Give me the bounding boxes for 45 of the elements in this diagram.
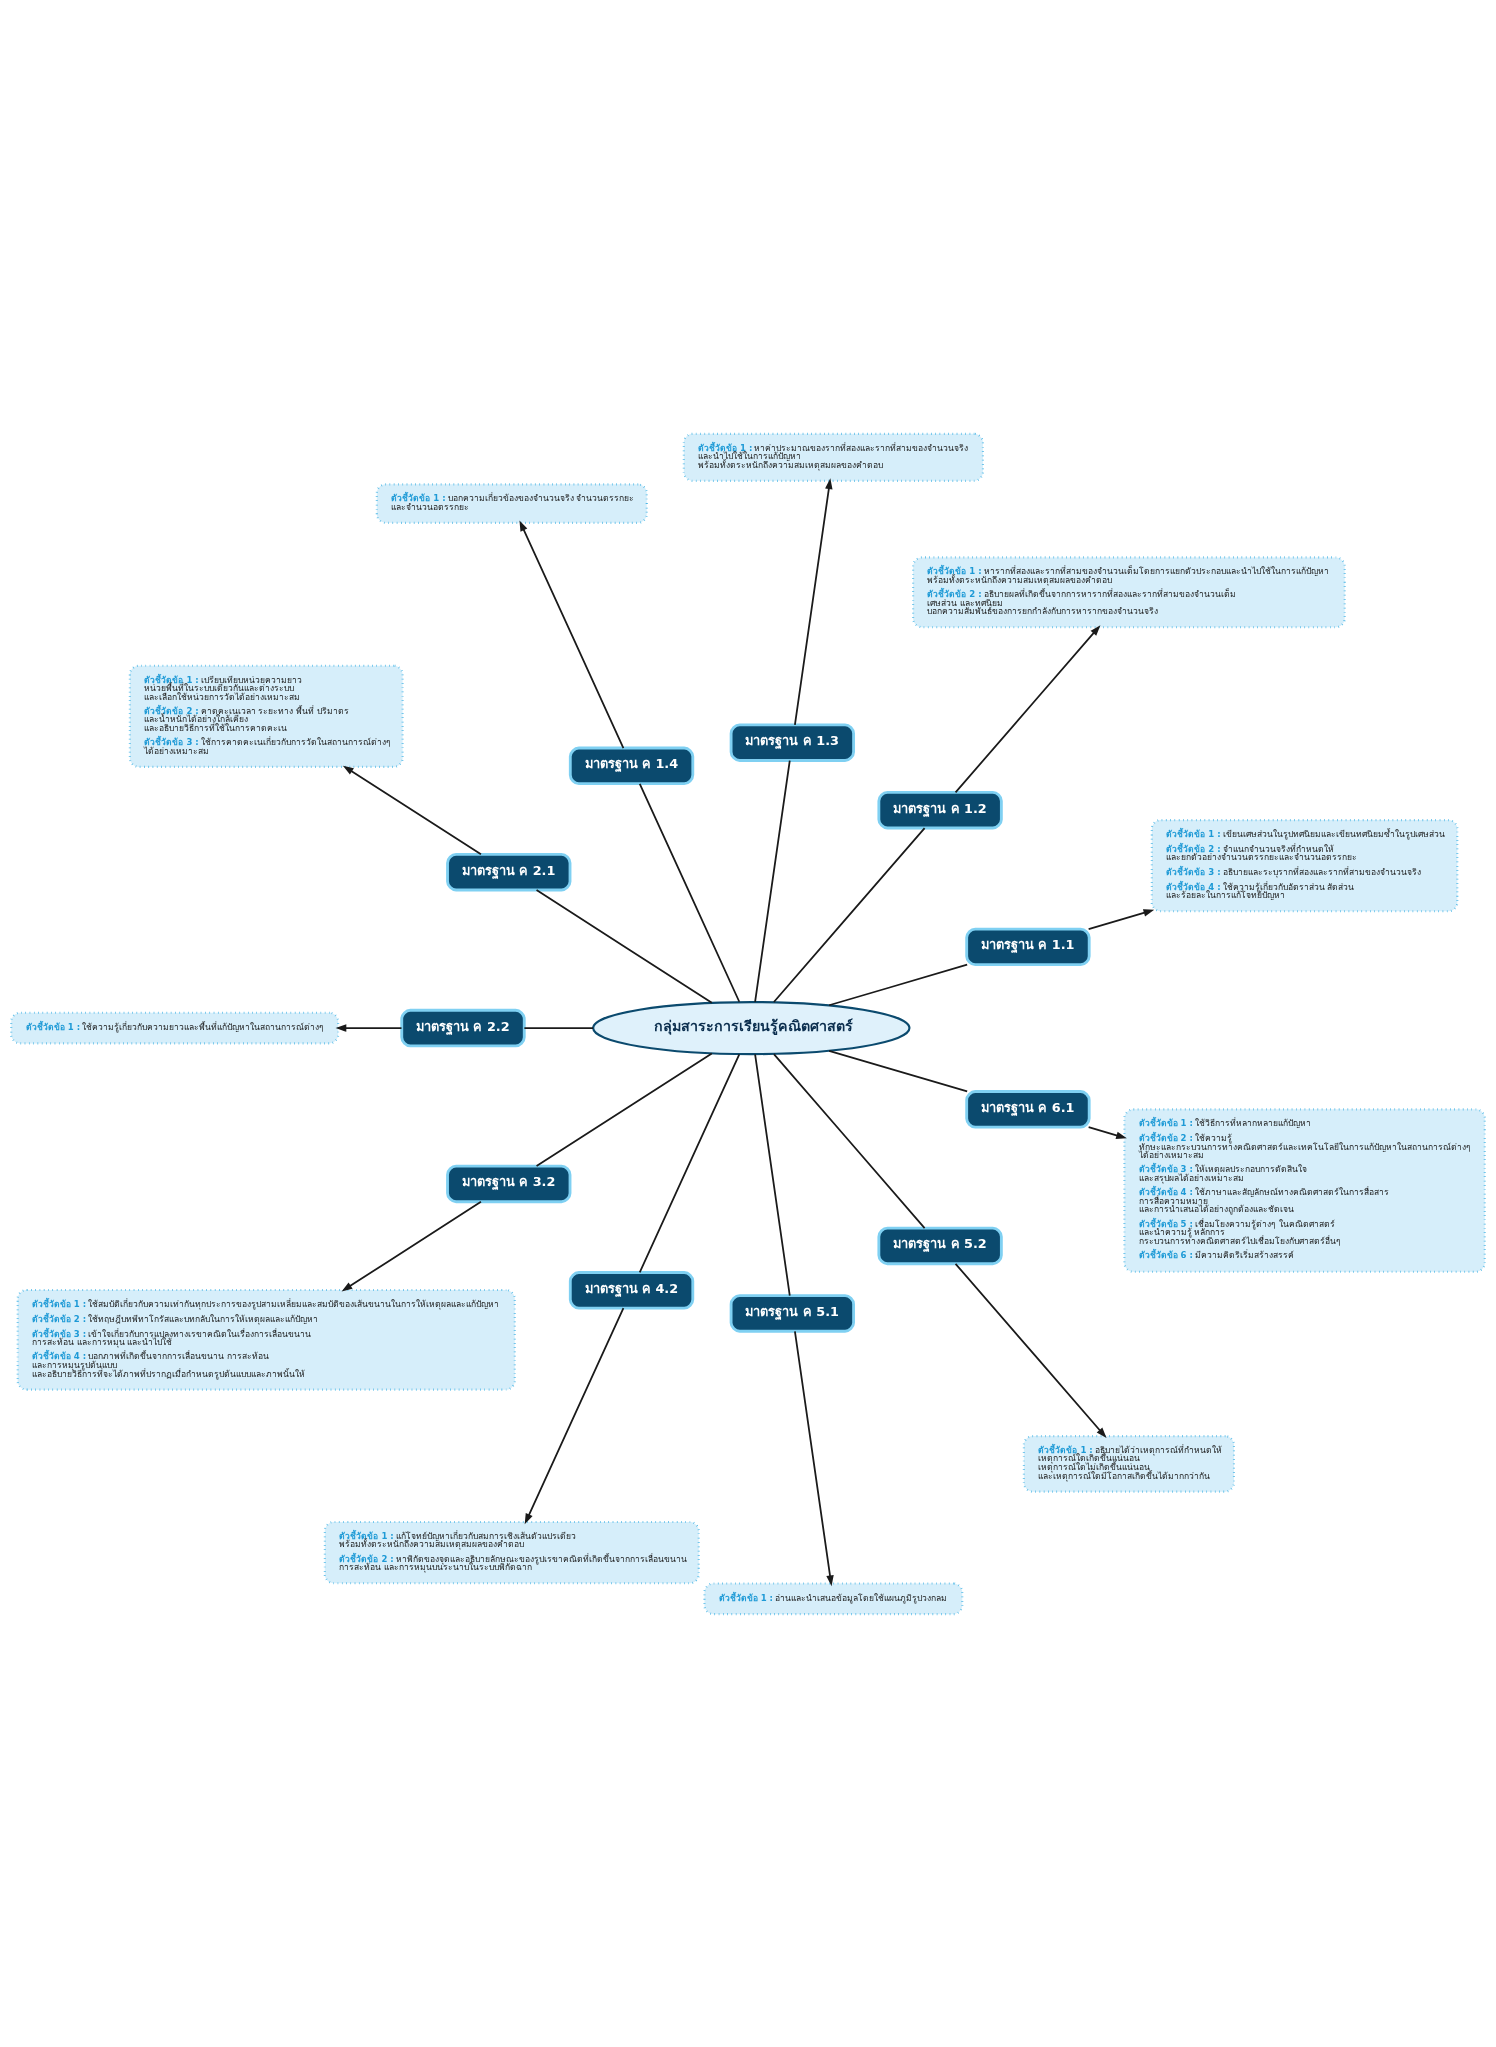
connector bbox=[828, 963, 969, 1006]
connector bbox=[535, 888, 713, 1004]
arrow bbox=[794, 1329, 834, 1586]
arrow bbox=[954, 624, 1101, 793]
arrow bbox=[342, 765, 482, 855]
node-ellipse: กลุ่มสาระการเรียนรู้คณิตศาสตร์ bbox=[592, 1000, 911, 1055]
node-box: ตัวชี้วัดข้อ 1 : หาค่าประมาณของรากที่สองและรากที่สามของจำนวนจริง และนำไปใช้ในการแก้ปัญหา พร้อมทั้งตระหนักถึงความสมเหตุสมผลของคำตอบ bbox=[682, 432, 984, 482]
connector bbox=[773, 1052, 926, 1229]
node-box: ตัวชี้วัดข้อ 1 : อ่านและนำเสนอข้อมูลโดยใช้แผนภูมิรูปวงกลม bbox=[703, 1581, 964, 1615]
node-box: มาตรฐาน ค 1.1 bbox=[965, 927, 1091, 966]
connector bbox=[638, 782, 741, 1003]
connector bbox=[754, 1053, 791, 1296]
node-box: มาตรฐาน ค 4.2 bbox=[568, 1270, 695, 1310]
node-box: ตัวชี้วัดข้อ 1 : เปรียบเทียบหน่วยความยาว หน่วยพื้นที่ในระบบเดียวกันและต่างระบบ และเลือกใช้หน่วยการวัดได้อย่างเหมาะสม ตัวชี้วัดข้อ 2 : คาดคะเนเวลา ระยะทาง พื้นที่ ปริมาตร และน้ำหนักได้อย่างใกล้เคียง และอธิบายวิธีการที่ใช้ในการคาดคะเน ตัวชี้วัดข้อ 3 : ใช้การคาดคะเนเกี่ยวกับการวัดในสถานการณ์ต่างๆ ได้อย่างเหมาะสม bbox=[128, 664, 404, 768]
arrow bbox=[335, 1023, 403, 1032]
node-box: มาตรฐาน ค 5.2 bbox=[877, 1226, 1003, 1265]
node-box: ตัวชี้วัดข้อ 1 : แก้โจทย์ปัญหาเกี่ยวกับสมการเชิงเส้นตัวแปรเดียว พร้อมทั้งตระหนักถึงความสมเหตุสมผลของคำตอบ ตัวชี้วัดข้อ 2 : หาพิกัดของจุดและอธิบายลักษณะของรูปเรขาคณิตที่เกิดขึ้นจากการเลื่อนขนาน การสะท้อน และการหมุนบนระนาบในระบบพิกัดฉาก bbox=[323, 1520, 700, 1584]
connector bbox=[754, 759, 791, 1003]
arrow bbox=[954, 1262, 1107, 1438]
arrow bbox=[794, 477, 833, 726]
arrow bbox=[1087, 908, 1155, 930]
node-box: ตัวชี้วัดข้อ 1 : อธิบายได้ว่าเหตุการณ์ที่กำหนดให้ เหตุการณ์ใดเกิดขึ้นแน่นอน เหตุการณ์ใดไม่เกิดขึ้นแน่นอน และเหตุการณ์ใดมีโอกาสเกิดขึ้นได้มากกว่ากัน bbox=[1022, 1434, 1236, 1493]
node-box: ตัวชี้วัดข้อ 1 : ใช้สมบัติเกี่ยวกับความเท่ากันทุกประการของรูปสามเหลี่ยมและสมบัติของเส้นขนานในการให้เหตุผลและแก้ปัญหา ตัวชี้วัดข้อ 2 : ใช้ทฤษฎีบทพีทาโกรัสและบทกลับในการให้เหตุผลและแก้ปัญหา ตัวชี้วัดข้อ 3 : เข้าใจเกี่ยวกับการแปลงทางเรขาคณิตในเรื่องการเลื่อนขนาน การสะท้อน และการหมุน และนำไปใช้ ตัวชี้วัดข้อ 4 : บอกภาพที่เกิดขึ้นจากการเลื่อนขนาน การสะท้อน และการหมุนรูปต้นแบบ และอธิบายวิธีการที่จะได้ภาพที่ปรากฏเมื่อกำหนดรูปต้นแบบและภาพนั้นให้ bbox=[16, 1288, 516, 1391]
arrow bbox=[519, 519, 625, 749]
node-box: มาตรฐาน ค 1.3 bbox=[729, 723, 855, 762]
node-box: มาตรฐาน ค 1.4 bbox=[568, 746, 695, 785]
connector bbox=[638, 1053, 741, 1273]
node-box: มาตรฐาน ค 5.1 bbox=[729, 1293, 855, 1333]
node-box: ตัวชี้วัดข้อ 1 : ใช้วิธีการที่หลากหลายแก้ปัญหา ตัวชี้วัดข้อ 2 : ใช้ความรู้ ทักษะและกระบวนการทางคณิตศาสตร์และเทคโนโลยีในการแก้ปัญหาในสถานการณ์ต่างๆ ได้อย่างเหมาะสม ตัวชี้วัดข้อ 3 : ให้เหตุผลประกอบการตัดสินใจ และสรุปผลได้อย่างเหมาะสม ตัวชี้วัดข้อ 4 : ใช้ภาษาและสัญลักษณ์ทางคณิตศาสตร์ในการสื่อสาร การสื่อความหมาย และการนำเสนอได้อย่างถูกต้องและชัดเจน ตัวชี้วัดข้อ 5 : เชื่อมโยงความรู้ต่างๆ ในคณิตศาสตร์ และนำความรู้ หลักการ กระบวนการทางคณิตศาสตร์ไปเชื่อมโยงกับศาสตร์อื่นๆ ตัวชี้วัดข้อ 6 : มีความคิดริเริ่มสร้างสรรค์ bbox=[1123, 1107, 1486, 1273]
node-box: ตัวชี้วัดข้อ 1 : ใช้ความรู้เกี่ยวกับความยาวและพื้นที่แก้ปัญหาในสถานการณ์ต่างๆ bbox=[10, 1011, 340, 1044]
node-box: ตัวชี้วัดข้อ 1 : หารากที่สองและรากที่สามของจำนวนเต็มโดยการแยกตัวประกอบและนำไปใช้ในการแก้ปัญหา พร้อมทั้งตระหนักถึงความสมเหตุสมผลของคำตอบ ตัวชี้วัดข้อ 2 : อธิบายผลที่เกิดขึ้นจากการหารากที่สองและรากที่สามของจำนวนเต็ม เศษส่วน และทศนิยม บอกความสัมพันธ์ของการยกกำลังกับการหารากของจำนวนจริง bbox=[912, 555, 1346, 628]
arrow bbox=[1087, 1125, 1127, 1139]
connector bbox=[523, 1026, 594, 1029]
arrow bbox=[524, 1306, 625, 1524]
arrow bbox=[341, 1200, 482, 1291]
connector bbox=[535, 1052, 713, 1167]
node-box: มาตรฐาน ค 6.1 bbox=[965, 1089, 1091, 1129]
node-box: มาตรฐาน ค 3.2 bbox=[446, 1164, 572, 1203]
node-box: ตัวชี้วัดข้อ 1 : เขียนเศษส่วนในรูปทศนิยมและเขียนทศนิยมซ้ำในรูปเศษส่วน ตัวชี้วัดข้อ 2 : จำแนกจำนวนจริงที่กำหนดให้ และยกตัวอย่างจำนวนตรรกยะและจำนวนอตรรกยะ ตัวชี้วัดข้อ 3 : อธิบายและระบุรากที่สองและรากที่สามของจำนวนจริง ตัวชี้วัดข้อ 4 : ใช้ความรู้เกี่ยวกับอัตราส่วน สัดส่วน และร้อยละในการแก้โจทย์ปัญหา bbox=[1150, 818, 1459, 912]
node-box: ตัวชี้วัดข้อ 1 : บอกความเกี่ยวข้องของจำนวนจริง จำนวนตรรกยะ และจำนวนอตรรกยะ bbox=[375, 482, 648, 524]
node-box: มาตรฐาน ค 2.1 bbox=[446, 852, 572, 891]
node-box: มาตรฐาน ค 2.2 bbox=[400, 1008, 526, 1047]
connector bbox=[773, 826, 926, 1003]
node-box: มาตรฐาน ค 1.2 bbox=[877, 790, 1003, 829]
connector bbox=[828, 1049, 969, 1092]
